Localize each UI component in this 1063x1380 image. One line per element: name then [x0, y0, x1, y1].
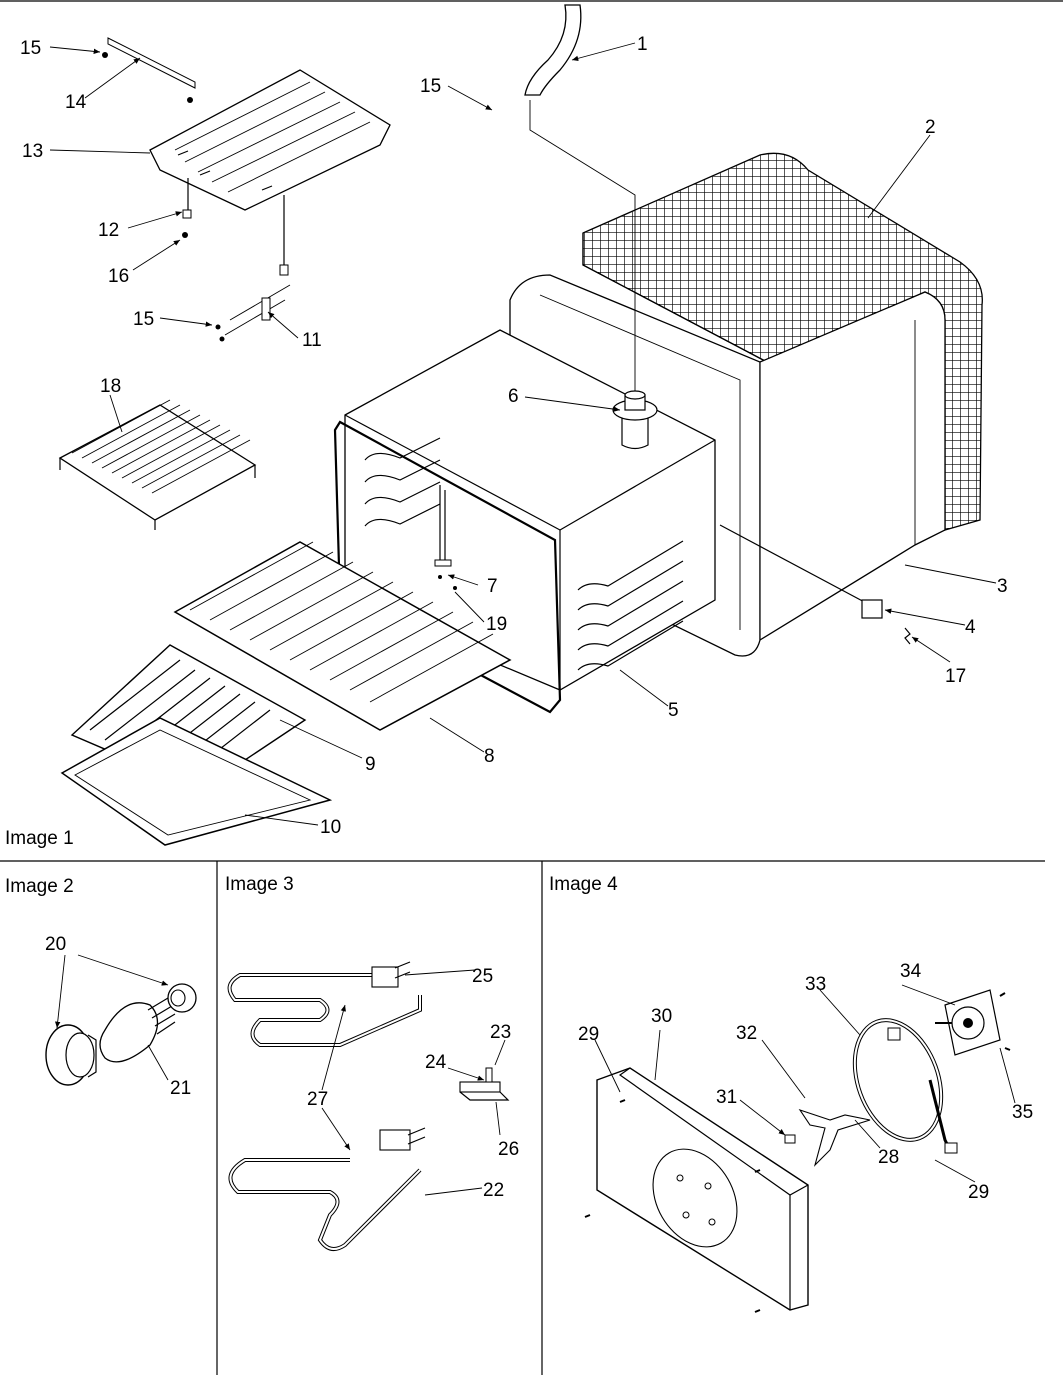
- callout: 34: [900, 961, 922, 982]
- callout: 17: [945, 666, 966, 687]
- callout: 32: [736, 1023, 757, 1044]
- oven-rack: [173, 541, 512, 731]
- callout: 29: [968, 1182, 989, 1203]
- callout: 2: [925, 117, 936, 138]
- broiler-hinges: [182, 178, 291, 342]
- callout: 15: [133, 309, 154, 330]
- callout: 22: [483, 1180, 504, 1201]
- callout: 31: [716, 1087, 737, 1108]
- image1-callouts: 1 2 3 4 5 6 7 8 9 10 11 12 13 14 15 15 1…: [20, 34, 1008, 838]
- sensor-bracket: [719, 524, 911, 645]
- callout: 10: [320, 817, 341, 838]
- probe-parts: [434, 485, 457, 590]
- image1-leaders: [49, 42, 997, 826]
- callout: 25: [472, 966, 493, 987]
- callout: 27: [307, 1089, 328, 1110]
- bake-broil-elements: 22 23 24 25 26 27: [227, 961, 519, 1251]
- callout: 4: [965, 617, 976, 638]
- callout: 8: [484, 746, 495, 767]
- broiler-pan-insert: [149, 69, 391, 211]
- callout: 33: [805, 974, 826, 995]
- callout: 35: [1012, 1102, 1033, 1123]
- callout: 11: [302, 330, 322, 351]
- callout: 20: [45, 934, 66, 955]
- panel-label-image-2: Image 2: [5, 876, 74, 897]
- callout: 1: [637, 34, 648, 55]
- callout: 12: [98, 220, 119, 241]
- callout: 18: [100, 376, 121, 397]
- panel-label-image-1: Image 1: [5, 828, 74, 849]
- vent-collar: [612, 390, 658, 450]
- callout: 19: [486, 614, 507, 635]
- broiler-handle: [102, 37, 196, 103]
- callout: 6: [508, 386, 519, 407]
- broiler-tray: [60, 717, 333, 846]
- callout: 30: [651, 1006, 672, 1027]
- callout: 5: [668, 700, 679, 721]
- half-rack: [58, 399, 257, 530]
- vent-tube: [524, 4, 636, 395]
- callout: 24: [425, 1052, 447, 1073]
- callout: 15: [420, 76, 441, 97]
- callout: 3: [997, 576, 1008, 597]
- callout: 21: [170, 1078, 191, 1099]
- callout: 9: [365, 754, 376, 775]
- callout: 14: [65, 92, 87, 113]
- callout: 29: [578, 1024, 599, 1045]
- panel-label-image-3: Image 3: [225, 874, 294, 895]
- callout: 7: [487, 576, 498, 597]
- callout: 26: [498, 1139, 519, 1160]
- callout: 28: [878, 1147, 899, 1168]
- convection-fan-assembly: 28 29 29 30 31 32 33 34 35: [578, 961, 1033, 1313]
- callout: 15: [20, 38, 41, 59]
- panel-label-image-4: Image 4: [549, 874, 618, 895]
- callout: 13: [22, 141, 43, 162]
- callout: 16: [108, 266, 129, 287]
- callout: 23: [490, 1022, 511, 1043]
- light-assembly: 20 21: [45, 934, 197, 1099]
